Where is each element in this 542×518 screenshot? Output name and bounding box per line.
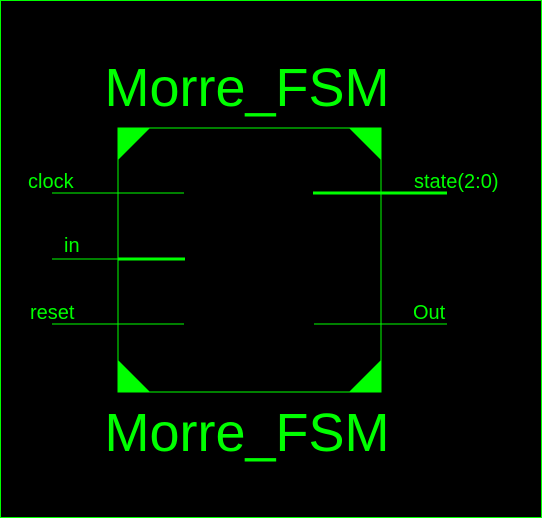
corner-marker-bottom-right: [349, 360, 381, 392]
pin-label-state: state(2:0): [414, 171, 498, 193]
pin-label-reset: reset: [30, 302, 75, 324]
symbol-title-top: Morre_FSM: [104, 58, 389, 118]
pin-label-clock: clock: [28, 171, 75, 193]
corner-marker-top-right: [349, 128, 381, 160]
corner-marker-top-left: [118, 128, 150, 160]
corner-marker-bottom-left: [118, 360, 150, 392]
symbol-title-bottom: Morre_FSM: [104, 403, 389, 463]
pin-label-out: Out: [413, 302, 446, 324]
pin-label-in: in: [64, 235, 80, 257]
